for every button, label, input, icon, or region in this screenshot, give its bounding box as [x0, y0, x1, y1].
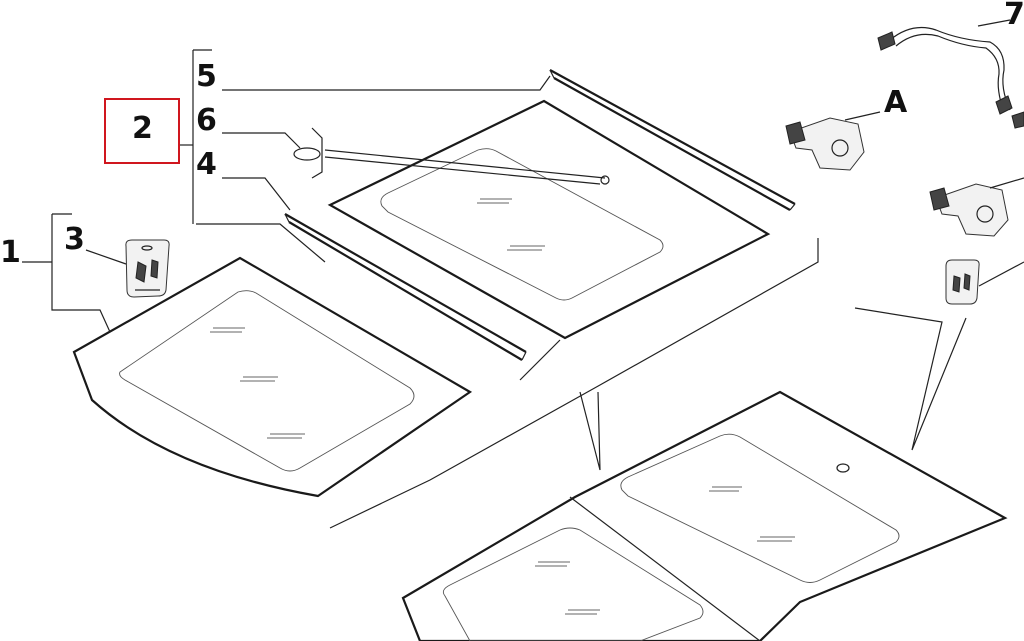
callout-5[interactable]: 5: [196, 59, 217, 94]
callout-1[interactable]: 1: [0, 235, 21, 270]
cap-6[interactable]: [293, 147, 606, 185]
complete-roof-assembly[interactable]: [401, 390, 1008, 641]
callout-2[interactable]: 2: [132, 111, 153, 146]
assembly-outline: [196, 223, 819, 529]
seal-strip-5[interactable]: [549, 69, 796, 211]
fastener-kit-bag-icon[interactable]: [945, 259, 1024, 305]
motor-icon[interactable]: [929, 177, 1024, 237]
fastener-kit-bag-icon[interactable]: [125, 239, 170, 298]
rear-glass-panel[interactable]: [327, 99, 771, 340]
wiring-harness-icon[interactable]: [877, 19, 1024, 129]
callout-6[interactable]: 6: [196, 103, 217, 138]
callout-a[interactable]: A: [884, 85, 908, 120]
bracket-1: [22, 213, 127, 333]
callout-4[interactable]: 4: [196, 147, 217, 182]
front-glass-panel[interactable]: [72, 256, 473, 498]
callout-7[interactable]: 7: [1004, 0, 1024, 32]
selected-callout-highlight: [104, 98, 180, 164]
assembly-leaders: [579, 307, 967, 471]
callout-3[interactable]: 3: [64, 222, 85, 257]
seal-strip-4[interactable]: [284, 213, 527, 361]
motor-icon[interactable]: [785, 111, 881, 171]
bracket-2: [178, 49, 551, 224]
